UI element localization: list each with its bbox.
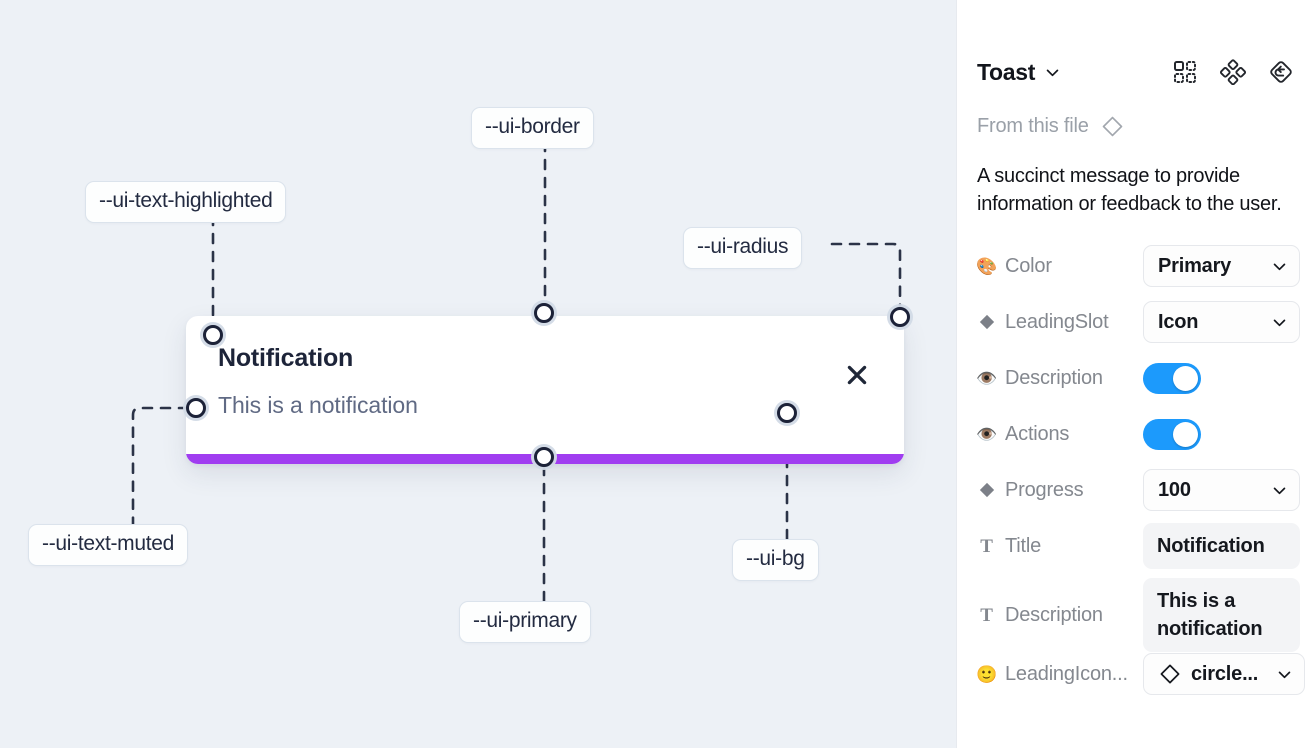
leadingslot-select-value: Icon — [1158, 310, 1199, 333]
panel-title: Toast — [977, 58, 1036, 85]
diamond-filled-icon — [977, 481, 996, 500]
property-control-progress: 100 — [1143, 469, 1312, 511]
annotation-pill-ui-text-highlighted[interactable]: --ui-text-highlighted — [85, 181, 287, 224]
property-label-title: T Title — [957, 535, 1143, 558]
component-diamonds-icon[interactable] — [1219, 59, 1247, 86]
property-row-color: 🎨 Color Primary — [957, 244, 1312, 288]
property-label-text: Progress — [1005, 478, 1084, 501]
description-input[interactable]: This is a notification — [1143, 578, 1300, 652]
property-row-leadingicon: 🙂 LeadingIcon... circle... — [957, 652, 1312, 696]
property-row-actions-toggle: 👁️ Actions — [957, 412, 1312, 456]
property-label-progress: Progress — [957, 479, 1143, 502]
property-label-actions-toggle: 👁️ Actions — [957, 423, 1143, 446]
connector-ui-text-muted — [131, 406, 190, 526]
property-label-text: Color — [1005, 254, 1052, 277]
connector-ui-radius — [830, 242, 902, 311]
reset-instance-icon[interactable] — [1268, 59, 1294, 85]
property-control-title: Notification — [1143, 523, 1312, 569]
palette-emoji-icon: 🎨 — [976, 256, 997, 276]
diamond-filled-icon — [977, 313, 996, 332]
anchor-ui-primary[interactable] — [534, 447, 554, 467]
property-row-description-text: T Description This is a notification — [957, 578, 1312, 652]
from-this-file-label: From this file — [977, 115, 1089, 137]
annotation-pill-ui-radius[interactable]: --ui-radius — [683, 227, 803, 270]
annotation-connectors — [131, 140, 902, 605]
property-row-leadingslot: LeadingSlot Icon — [957, 300, 1312, 344]
annotation-pill-ui-text-muted[interactable]: --ui-text-muted — [28, 524, 189, 567]
toast-description: This is a notification — [218, 392, 418, 418]
color-select-value: Primary — [1158, 254, 1232, 277]
annotation-pill-ui-primary[interactable]: --ui-primary — [459, 601, 591, 644]
close-x-icon[interactable] — [844, 362, 870, 388]
anchor-ui-text-muted[interactable] — [186, 398, 206, 418]
property-label-description-toggle: 👁️ Description — [957, 367, 1143, 390]
anchor-ui-radius[interactable] — [890, 307, 910, 327]
property-label-text: LeadingSlot — [1005, 310, 1109, 333]
property-control-description-text: This is a notification — [1143, 578, 1312, 652]
leadingicon-select[interactable]: circle... — [1143, 653, 1305, 695]
property-label-text: Description — [1005, 603, 1103, 626]
property-label-leadingicon: 🙂 LeadingIcon... — [957, 663, 1143, 686]
property-label-text: LeadingIcon... — [1005, 662, 1128, 685]
component-description: A succinct message to provide informatio… — [977, 165, 1282, 216]
anchor-ui-bg[interactable] — [777, 403, 797, 423]
chevron-down-icon — [1271, 482, 1288, 499]
eye-emoji-icon: 👁️ — [976, 424, 997, 444]
annotation-pill-ui-border[interactable]: --ui-border — [471, 107, 594, 150]
text-t-icon: T — [980, 535, 993, 557]
property-label-leadingslot: LeadingSlot — [957, 311, 1143, 334]
description-toggle[interactable] — [1143, 362, 1201, 394]
design-canvas[interactable]: Notification This is a notification --ui… — [0, 0, 956, 748]
property-row-title: T Title Notification — [957, 523, 1312, 569]
diamond-outline-icon — [1100, 114, 1125, 139]
chevron-down-icon — [1271, 258, 1288, 275]
anchor-ui-border[interactable] — [534, 303, 554, 323]
eye-emoji-icon: 👁️ — [976, 368, 997, 388]
chevron-down-icon[interactable] — [1044, 64, 1061, 81]
chevron-down-icon — [1276, 666, 1293, 683]
property-row-progress: Progress 100 — [957, 468, 1312, 512]
panel-header: Toast — [957, 48, 1312, 96]
toast-title: Notification — [218, 344, 354, 372]
anchor-ui-text-highlighted[interactable] — [203, 325, 223, 345]
property-label-color: 🎨 Color — [957, 255, 1143, 278]
text-t-icon: T — [980, 604, 993, 626]
from-this-file-row[interactable]: From this file — [977, 114, 1125, 139]
properties-panel: Toast — [956, 0, 1312, 748]
smiley-emoji-icon: 🙂 — [976, 664, 997, 684]
property-row-description-toggle: 👁️ Description — [957, 356, 1312, 400]
property-label-description-text: T Description — [957, 604, 1143, 627]
property-control-color: Primary — [1143, 245, 1312, 287]
property-label-text: Title — [1005, 534, 1042, 557]
progress-select-value: 100 — [1158, 478, 1191, 501]
leadingicon-select-value: circle... — [1191, 662, 1259, 685]
actions-toggle[interactable] — [1143, 418, 1201, 450]
component-grid-icon[interactable] — [1172, 59, 1198, 85]
leadingslot-select[interactable]: Icon — [1143, 301, 1300, 343]
chevron-down-icon — [1271, 314, 1288, 331]
property-control-leadingicon: circle... — [1143, 653, 1312, 695]
diamond-outline-icon — [1158, 662, 1182, 686]
panel-header-icons — [1172, 59, 1294, 86]
property-label-text: Actions — [1005, 422, 1070, 445]
property-label-text: Description — [1005, 366, 1103, 389]
property-control-actions-toggle — [1143, 418, 1312, 450]
color-select[interactable]: Primary — [1143, 245, 1300, 287]
property-control-description-toggle — [1143, 362, 1312, 394]
annotation-pill-ui-bg[interactable]: --ui-bg — [732, 539, 819, 582]
property-control-leadingslot: Icon — [1143, 301, 1312, 343]
title-input[interactable]: Notification — [1143, 523, 1300, 569]
toast-component-preview[interactable]: Notification This is a notification — [186, 316, 904, 464]
progress-select[interactable]: 100 — [1143, 469, 1300, 511]
